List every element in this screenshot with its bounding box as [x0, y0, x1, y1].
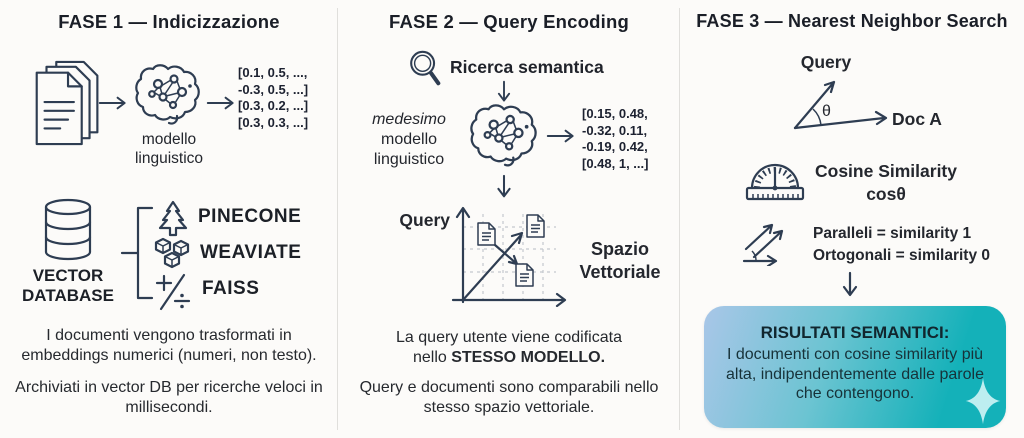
phase1-caption-2: Archiviati in vector DB per ricerche vel… [15, 379, 323, 416]
parallel-vectors-icon [742, 223, 784, 266]
search-icon [410, 50, 441, 86]
vector-database-icon [44, 198, 92, 261]
same-model-label: medesimo modello linguistico [372, 111, 446, 168]
documents-stack-icon [35, 60, 99, 146]
vector-space-chart [451, 206, 567, 307]
language-model-brain-icon [135, 64, 200, 125]
orthogonal-label: Ortogonali = similarity 0 [813, 247, 991, 264]
arrow-right-icon [206, 96, 234, 110]
query-vector-label: Query [800, 52, 852, 72]
query-vectors: [0.15, 0.48, -0.32, 0.11, -0.19, 0.42, [… [582, 106, 649, 171]
language-model-brain-icon [470, 104, 537, 167]
phase3-panel: FASE 3 — Nearest Neighbor Search Query θ… [680, 0, 1024, 438]
arrow-right-icon [546, 129, 574, 143]
result-title: RISULTATI SEMANTICI: [760, 323, 950, 342]
cosine-angle-diagram: θ Doc A [793, 80, 942, 130]
phase1-title: FASE 1 — Indicizzazione [58, 11, 280, 32]
db-option-pinecone: PINECONE [198, 206, 302, 227]
phase3-title: FASE 3 — Nearest Neighbor Search [696, 11, 1008, 31]
column-divider [337, 8, 338, 430]
vector-space-label: Spazio Vettoriale [579, 239, 661, 282]
protractor-icon [745, 163, 805, 201]
sparkle-icon [965, 377, 1001, 425]
result-body: I documenti con cosine similarity più al… [726, 346, 984, 403]
arrow-down-icon [497, 174, 511, 198]
theta-label: θ [822, 103, 831, 120]
arrow-right-icon [98, 96, 126, 110]
doc-point-icon [515, 263, 534, 287]
embedding-vectors: [0.1, 0.5, ..., -0.3, 0.5, ...] [0.3, 0.… [238, 65, 309, 130]
doc-a-label: Doc A [892, 109, 942, 129]
arrow-down-icon [497, 80, 511, 102]
arrow-down-icon [842, 271, 858, 297]
phase2-panel: FASE 2 — Query Encoding Ricerca semantic… [338, 0, 680, 438]
db-option-weaviate: WEAVIATE [200, 242, 302, 263]
doc-point-icon [477, 222, 496, 246]
chart-query-label: Query [399, 210, 450, 230]
parallel-label: Paralleli = similarity 1 [813, 225, 972, 242]
db-option-faiss: FAISS [202, 278, 260, 299]
phase2-title: FASE 2 — Query Encoding [388, 11, 629, 32]
column-divider [679, 8, 680, 430]
vector-database-label: VECTOR DATABASE [22, 266, 114, 306]
phase1-panel: FASE 1 — Indicizzazione modello linguist… [0, 0, 338, 438]
bracket-connector [120, 206, 154, 300]
doc-point-icon [526, 214, 545, 238]
semantic-results-box: RISULTATI SEMANTICI: I documenti con cos… [704, 306, 1006, 428]
cosine-similarity-label: Cosine Similarity cosθ [815, 161, 957, 204]
weaviate-cubes-icon [154, 237, 190, 269]
semantic-search-label: Ricerca semantica [450, 57, 604, 77]
phase2-caption-2: Query e documenti sono comparabili nello… [359, 379, 659, 416]
model-label: modello linguistico [134, 131, 204, 168]
faiss-math-icon [155, 273, 191, 311]
phase1-caption-1: I documenti vengono trasformati in embed… [21, 327, 317, 364]
pinecone-tree-icon [158, 200, 188, 237]
phase2-caption-1: La query utente viene codificata nello S… [396, 329, 622, 366]
